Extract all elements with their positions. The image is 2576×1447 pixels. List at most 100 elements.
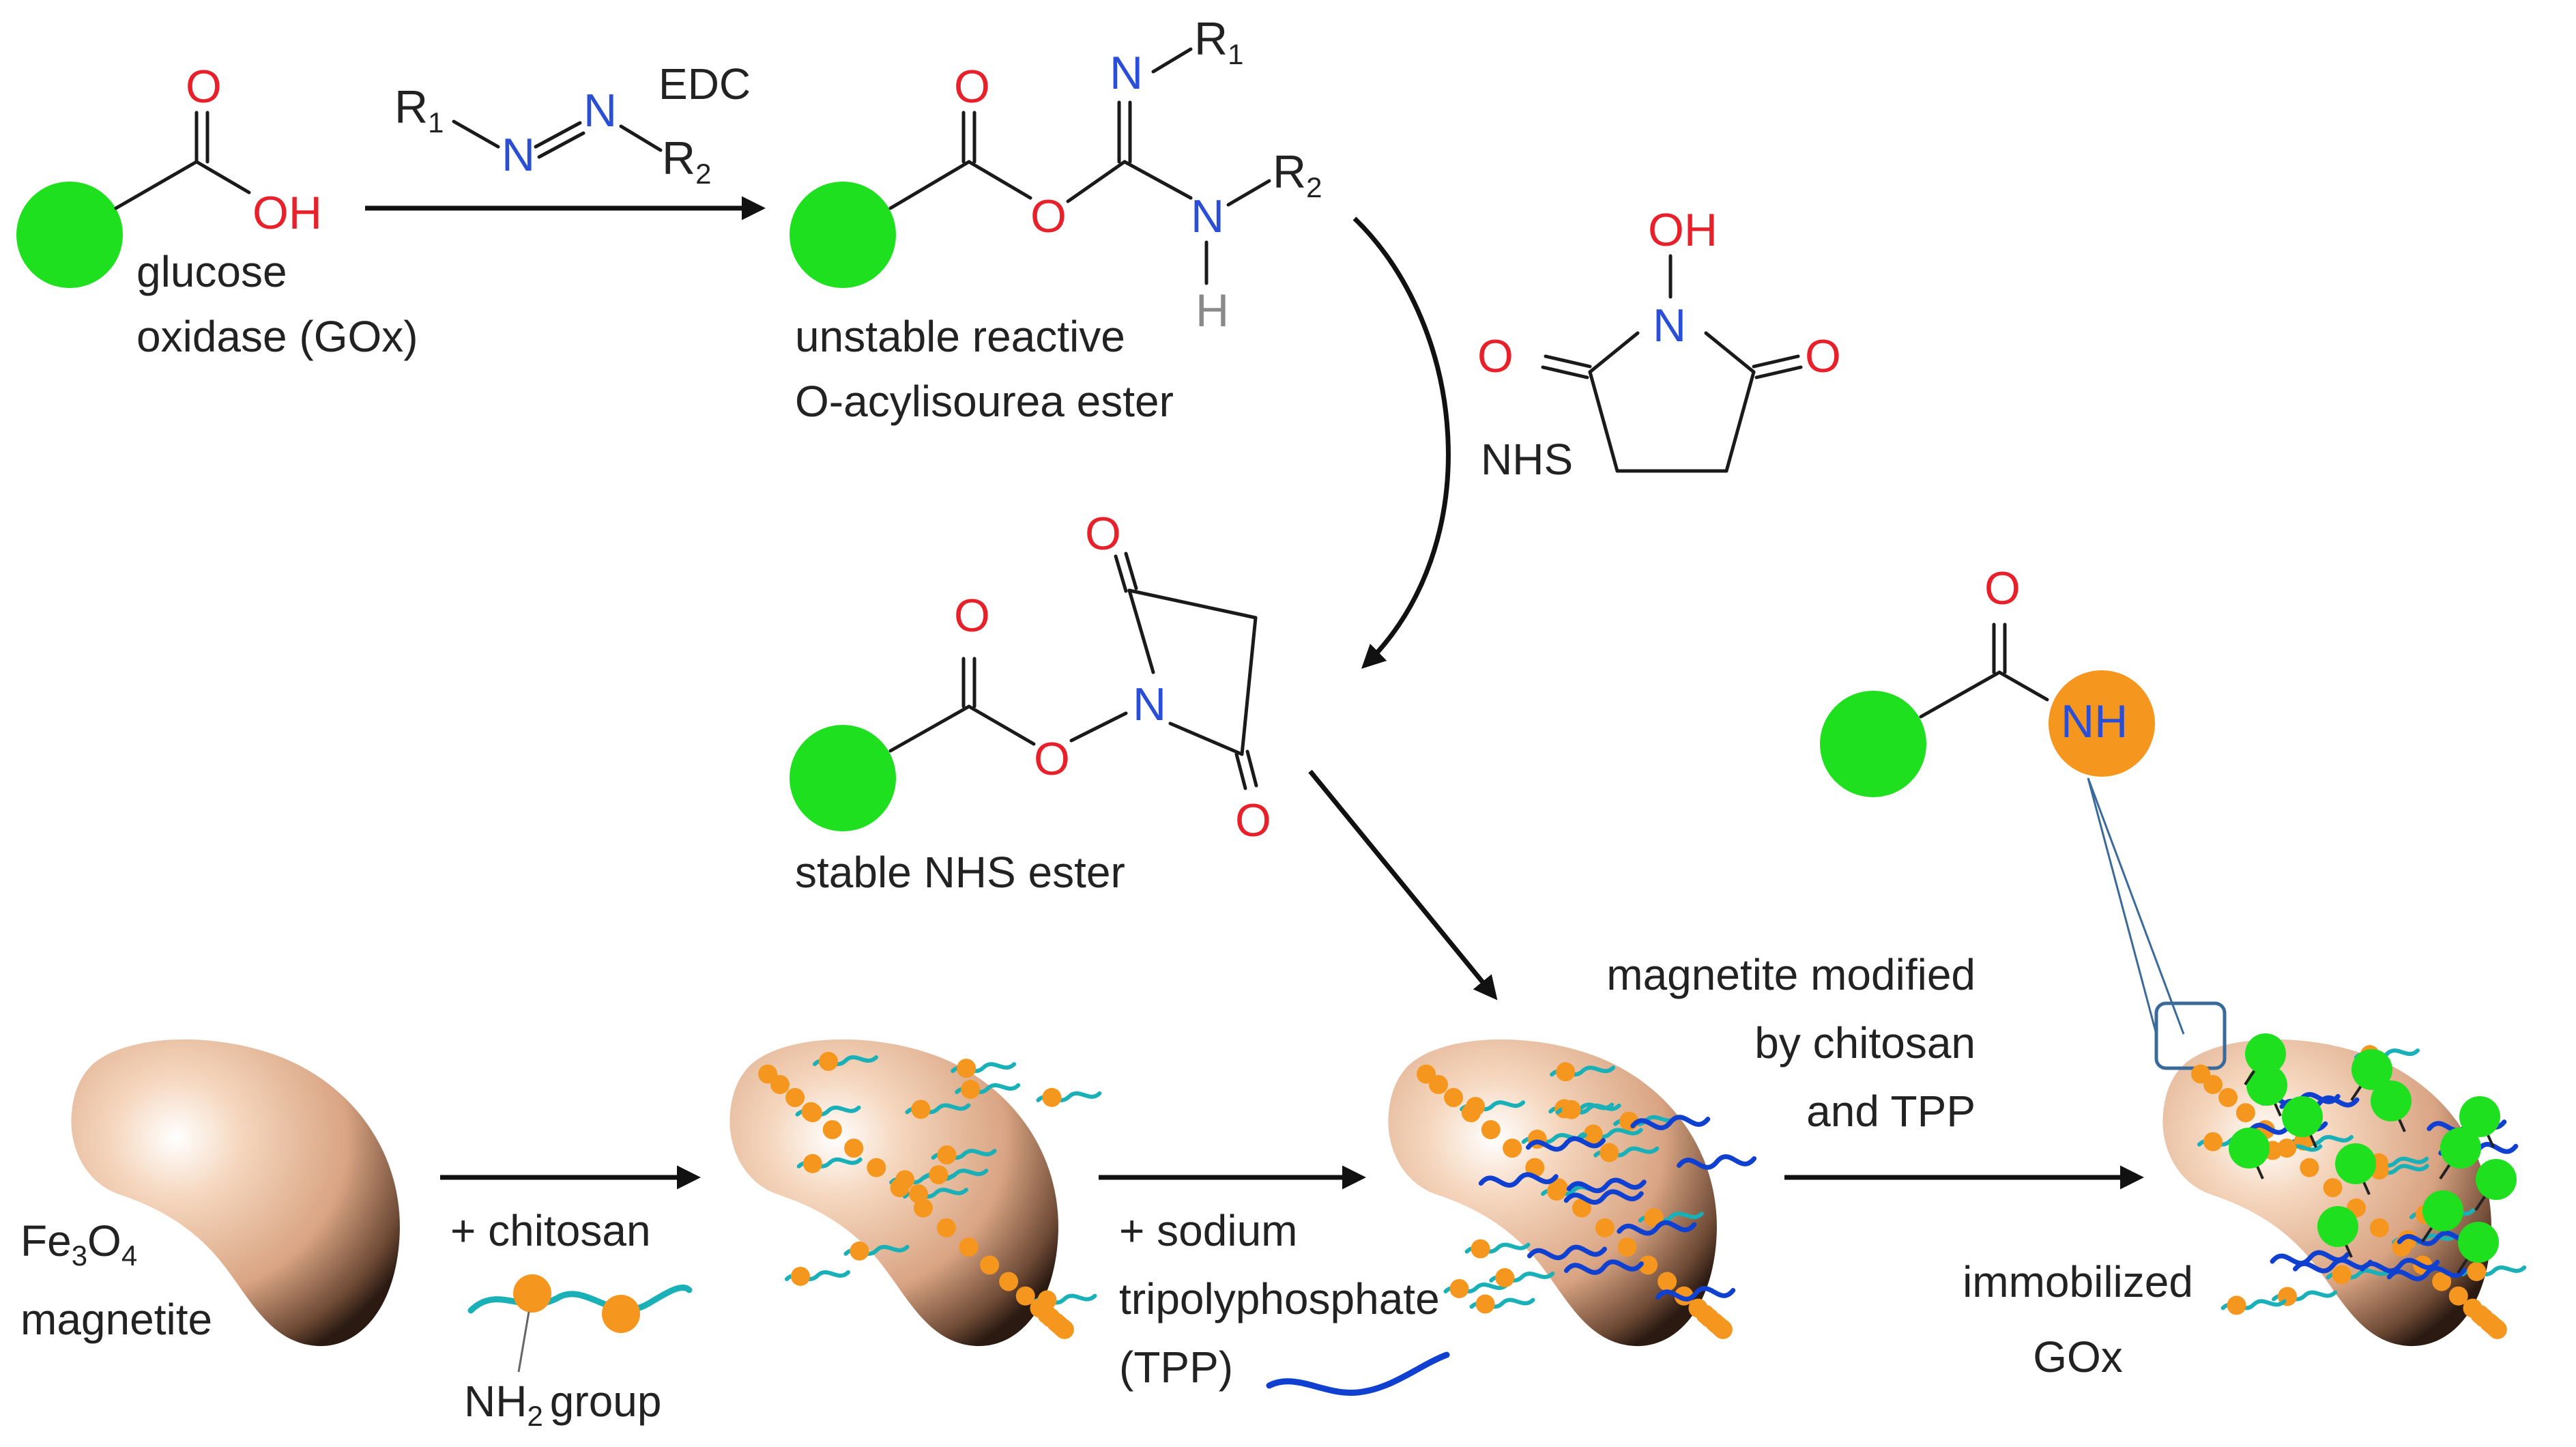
- r2-group: R2: [1273, 146, 1322, 203]
- nh2-bead: [1461, 1103, 1481, 1123]
- nh2-bead: [911, 1100, 931, 1119]
- nh2-bead: [2300, 1158, 2319, 1177]
- ester-oxygen: O: [1030, 190, 1067, 242]
- gox-sphere: [2317, 1206, 2358, 1247]
- nh2-bead: [2235, 1103, 2255, 1123]
- nh2-bead: [1428, 1074, 1448, 1094]
- tpp-chain: [2360, 1258, 2440, 1274]
- nh2-bead: [1617, 1237, 1637, 1257]
- tpp-chain: [1655, 1286, 1736, 1302]
- r1-group: R1: [1194, 13, 1243, 70]
- nh2-bead: [2203, 1074, 2223, 1094]
- nh2-bead: [819, 1052, 839, 1072]
- gox-sphere: [2246, 1065, 2287, 1106]
- tpp-label-line2: tripolyphosphate: [1119, 1274, 1440, 1323]
- nh2-bead: [822, 1120, 842, 1140]
- tpp-chain: [2270, 1250, 2350, 1266]
- ester-oxygen: O: [1034, 733, 1070, 785]
- nh2-bead: [959, 1237, 979, 1257]
- nh2-bead: [999, 1272, 1019, 1291]
- nh2-bead: [513, 1274, 551, 1313]
- nh2-bead: [1495, 1267, 1515, 1287]
- nitrogen-atom: N: [1110, 47, 1143, 99]
- gox-sphere: [1820, 691, 1926, 797]
- gox-sphere: [2351, 1049, 2392, 1090]
- nh2-bead: [1696, 1304, 1716, 1324]
- nh2-bead: [957, 1059, 976, 1078]
- nh2-bead: [802, 1103, 822, 1123]
- gox-sphere: [2458, 1222, 2499, 1263]
- nh2-bead: [1444, 1088, 1464, 1108]
- immobilized-label-line1: immobilized: [1963, 1257, 2193, 1306]
- oxygen-atom: O: [1477, 330, 1514, 382]
- tpp-chain: [1677, 1154, 1757, 1170]
- gox-sphere: [2371, 1080, 2412, 1121]
- tpp-chain: [2386, 1265, 2467, 1282]
- nh2-bead: [2218, 1088, 2238, 1108]
- nhs-ester: O O N O O stable NHS ester: [790, 508, 1271, 897]
- nh2-bead: [1644, 1208, 1664, 1228]
- gox-sphere: [16, 182, 123, 288]
- gox-sphere: [2335, 1143, 2376, 1184]
- nh2-bead: [802, 1154, 822, 1173]
- gox-sphere: [2245, 1033, 2286, 1074]
- nh2-bead: [1561, 1100, 1581, 1119]
- nh2-bead: [890, 1178, 910, 1198]
- r2-group: R2: [662, 132, 711, 190]
- nh2-bead: [980, 1255, 1000, 1275]
- nh2-bead: [867, 1158, 886, 1177]
- nh2-bead: [850, 1241, 869, 1261]
- nh2-bead: [961, 1080, 981, 1100]
- nh2-bead: [1449, 1278, 1469, 1298]
- tpp-legend: + sodium tripolyphosphate (TPP): [1119, 1206, 1450, 1396]
- tpp-chain: [2293, 1257, 2373, 1274]
- nh2-bead: [2277, 1138, 2297, 1158]
- tpp-chain: [1630, 1115, 1711, 1130]
- nh2-bead: [1037, 1304, 1057, 1324]
- nh2-bead: [1548, 1178, 1568, 1198]
- nh2-bead: [1556, 1062, 1576, 1082]
- modified-label-line2: by chitosan: [1754, 1018, 1976, 1068]
- tpp-chain: [1617, 1220, 1697, 1236]
- gox-sphere: [2229, 1128, 2270, 1169]
- nh2-bead: [1658, 1272, 1677, 1291]
- immobilized-label-line2: GOx: [2033, 1332, 2123, 1381]
- gox-label-line2: oxidase (GOx): [136, 312, 418, 361]
- nh2-bead: [936, 1218, 956, 1237]
- chitosan-tpp-magnetite: [1388, 1039, 1757, 1347]
- amide-product: O NH: [1820, 562, 2185, 1035]
- ester-label-line2: O-acylisourea ester: [795, 377, 1174, 426]
- tpp-chain: [1566, 1177, 1647, 1193]
- nh2-bead: [1572, 1198, 1591, 1218]
- fe3o4-formula: Fe3O4: [20, 1216, 137, 1272]
- modified-label-line3: and TPP: [1806, 1087, 1976, 1136]
- nh2-bead: [1015, 1286, 1035, 1306]
- nh2-bead: [2470, 1304, 2490, 1324]
- tpp-label-line3: (TPP): [1119, 1343, 1233, 1392]
- tpp-chain: [1527, 1244, 1608, 1261]
- nh2-bead: [2227, 1295, 2246, 1315]
- arrow-nhs: [1352, 216, 1451, 669]
- fe3o4-label-line2: magnetite: [20, 1295, 212, 1344]
- arrow-coupling: [1308, 769, 1498, 1001]
- hydroxyl-group: OH: [1648, 204, 1718, 256]
- callout-box: [2154, 1001, 2227, 1070]
- gox-sphere: [2282, 1096, 2323, 1137]
- oxygen-atom: O: [954, 61, 990, 113]
- nh2-bead: [2203, 1132, 2223, 1151]
- hydrogen-atom: H: [1196, 285, 1229, 336]
- nh2-bead: [1481, 1120, 1501, 1140]
- edc-label: EDC: [659, 59, 751, 109]
- gox-sphere: [2422, 1190, 2463, 1231]
- nhs-ester-label: stable NHS ester: [795, 848, 1125, 897]
- oxygen-atom: O: [954, 590, 990, 642]
- nh2-bead: [1583, 1124, 1603, 1144]
- gox-sphere: [790, 182, 896, 288]
- bare-magnetite: Fe3O4 magnetite: [20, 1039, 400, 1347]
- oxygen-atom: O: [1235, 794, 1271, 846]
- nh2-bead: [2323, 1178, 2343, 1198]
- tpp-chain: [1563, 1259, 1644, 1275]
- oxygen-atom: O: [1984, 562, 2021, 614]
